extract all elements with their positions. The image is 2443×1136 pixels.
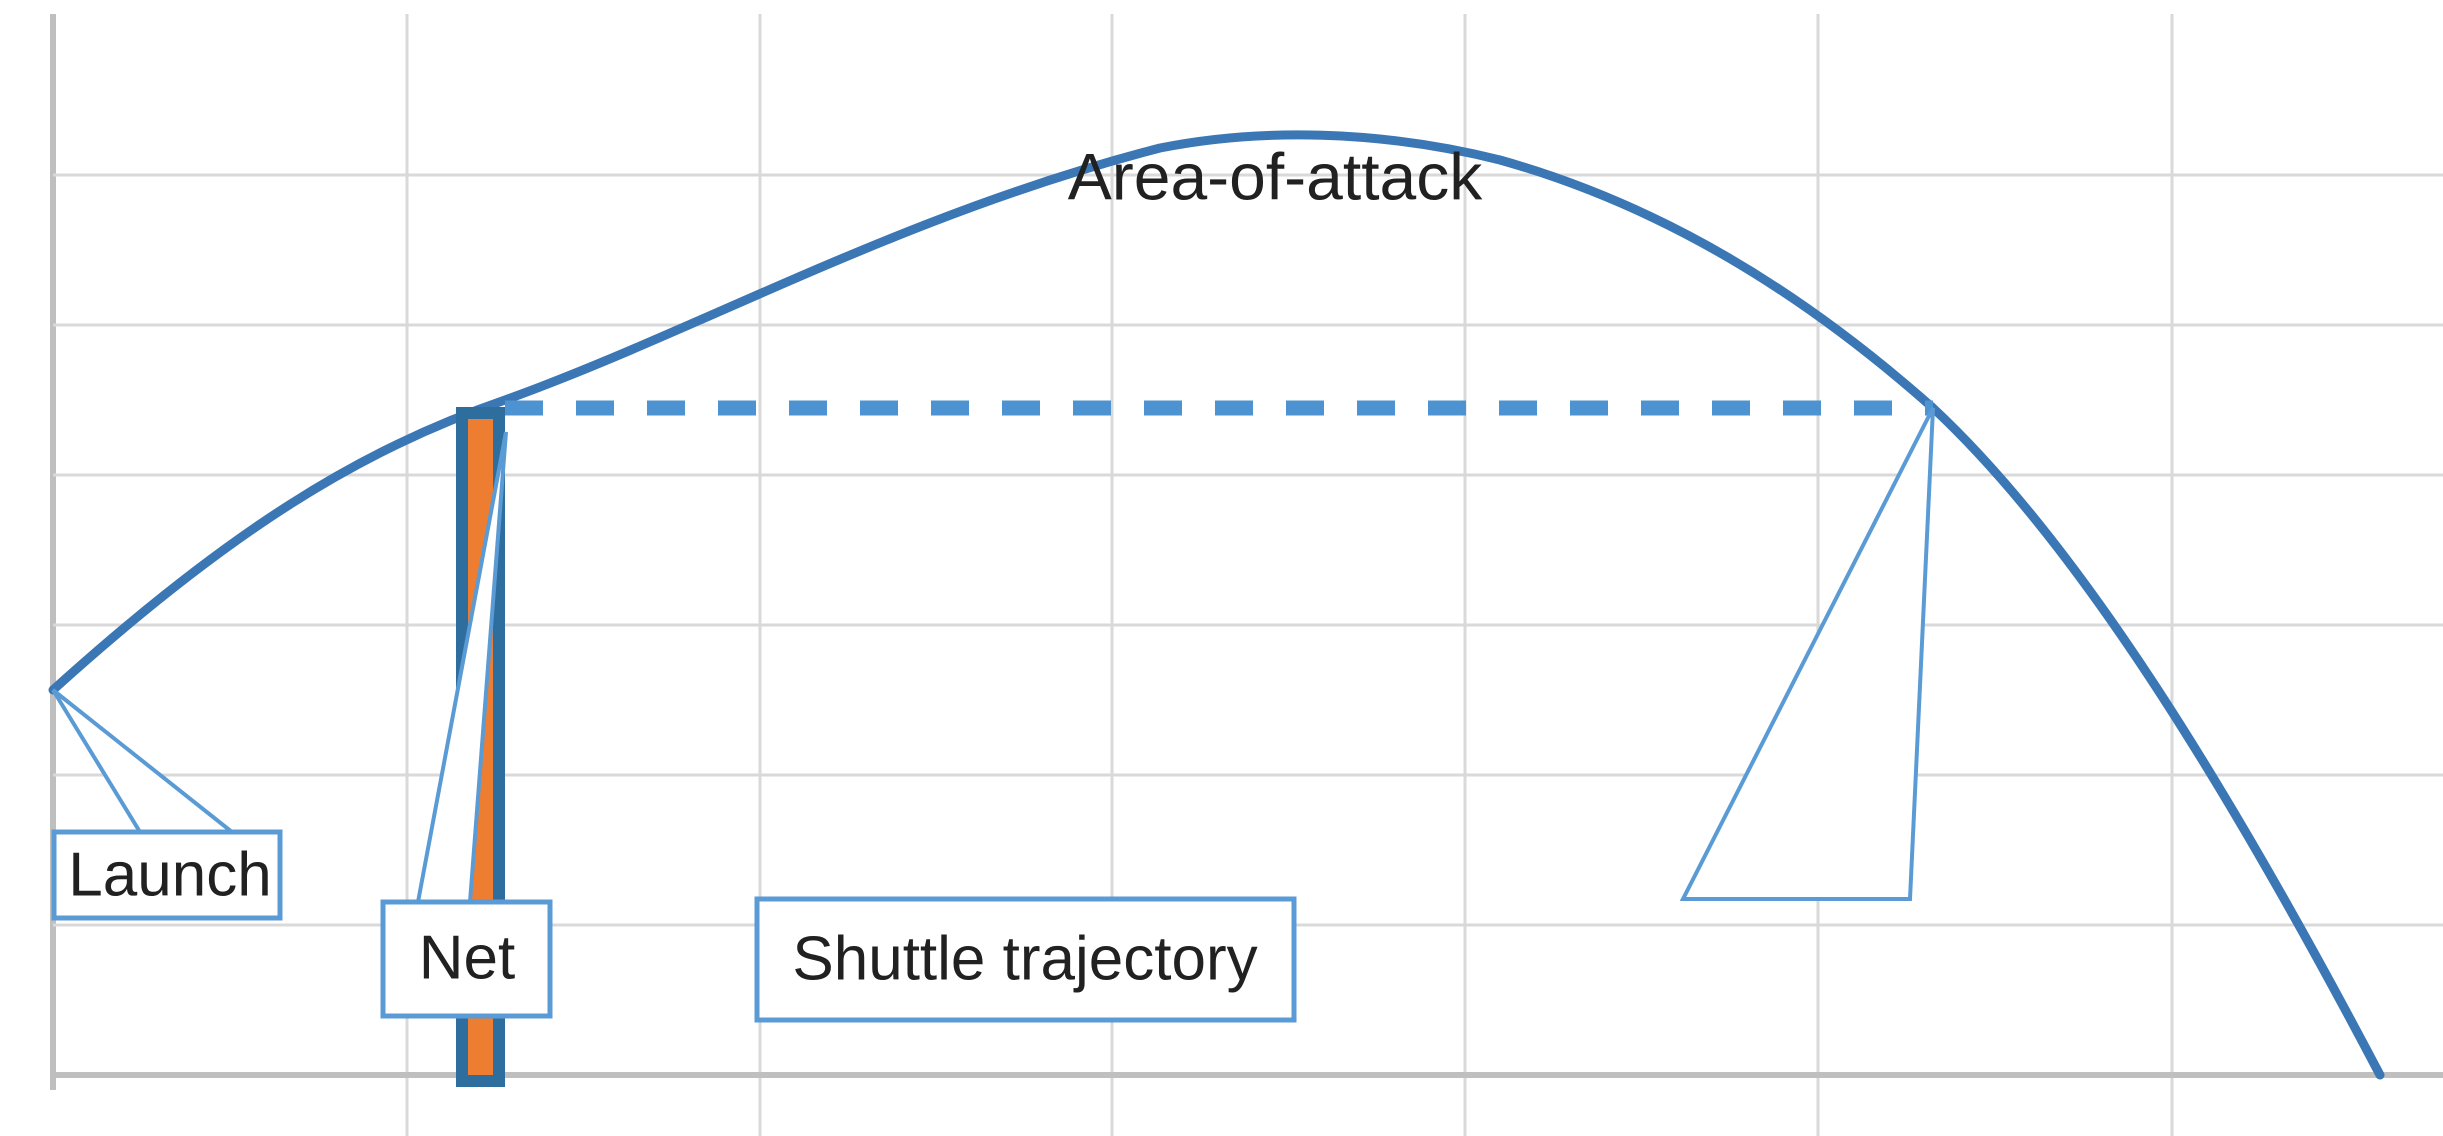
callout-net-label: Net (419, 923, 515, 992)
callout-shuttle-trajectory[interactable]: Shuttle trajectory (754, 407, 1935, 1023)
callout-launch-box[interactable] (51, 829, 283, 921)
callout-shuttle-trajectory-box[interactable] (754, 896, 1297, 1023)
callout-launch[interactable]: Launch (51, 688, 283, 921)
callout-shuttle-trajectory-label: Shuttle trajectory (792, 924, 1257, 993)
callout-launch-leader-line (51, 688, 238, 834)
shuttle-trajectory-curve (48, 130, 2385, 1080)
callout-shuttle-trajectory-leader-line (1679, 407, 1935, 901)
callout-launch-label: Launch (68, 840, 271, 909)
callout-net-box[interactable] (380, 899, 553, 1019)
area-of-attack-label: Area-of-attack (1068, 139, 1483, 213)
callout-net[interactable]: Net (380, 431, 553, 1019)
